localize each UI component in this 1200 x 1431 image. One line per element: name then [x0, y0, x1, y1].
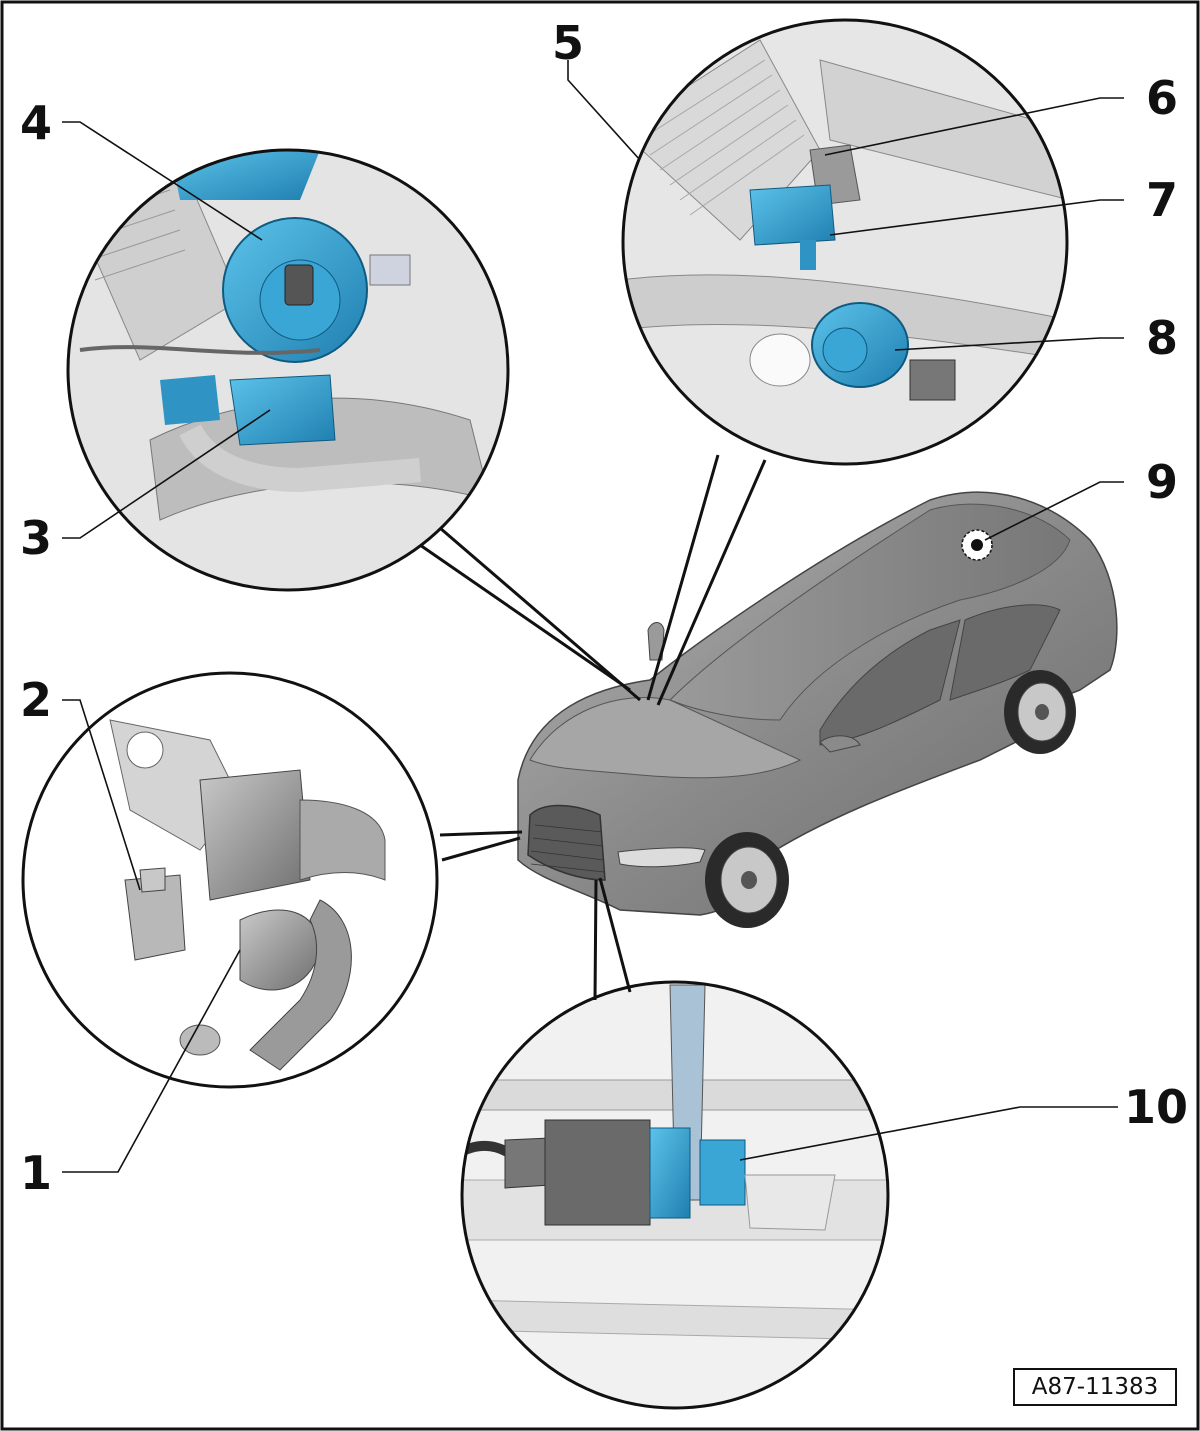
figure-reference-label: A87-11383: [1013, 1368, 1177, 1406]
detail-circle-left: [21, 671, 439, 1089]
leader-lines: [62, 60, 1124, 1173]
callout-4: 4: [20, 96, 53, 150]
callout-1: 1: [20, 1146, 53, 1200]
callout-3: 3: [20, 511, 53, 565]
callout-8: 8: [1146, 311, 1179, 365]
detail-circle-top-left: [66, 148, 510, 592]
zoom-connectors: [419, 454, 767, 1001]
callout-7: 7: [1146, 173, 1179, 227]
callout-10: 10: [1124, 1080, 1189, 1134]
callout-9: 9: [1146, 455, 1179, 509]
detail-circle-top-right: [621, 18, 1069, 466]
callout-5: 5: [552, 16, 585, 70]
detail-circle-bottom: [460, 980, 890, 1410]
callout-6: 6: [1146, 71, 1179, 125]
vehicle-illustration: [517, 491, 1118, 928]
callout-2: 2: [20, 673, 53, 727]
